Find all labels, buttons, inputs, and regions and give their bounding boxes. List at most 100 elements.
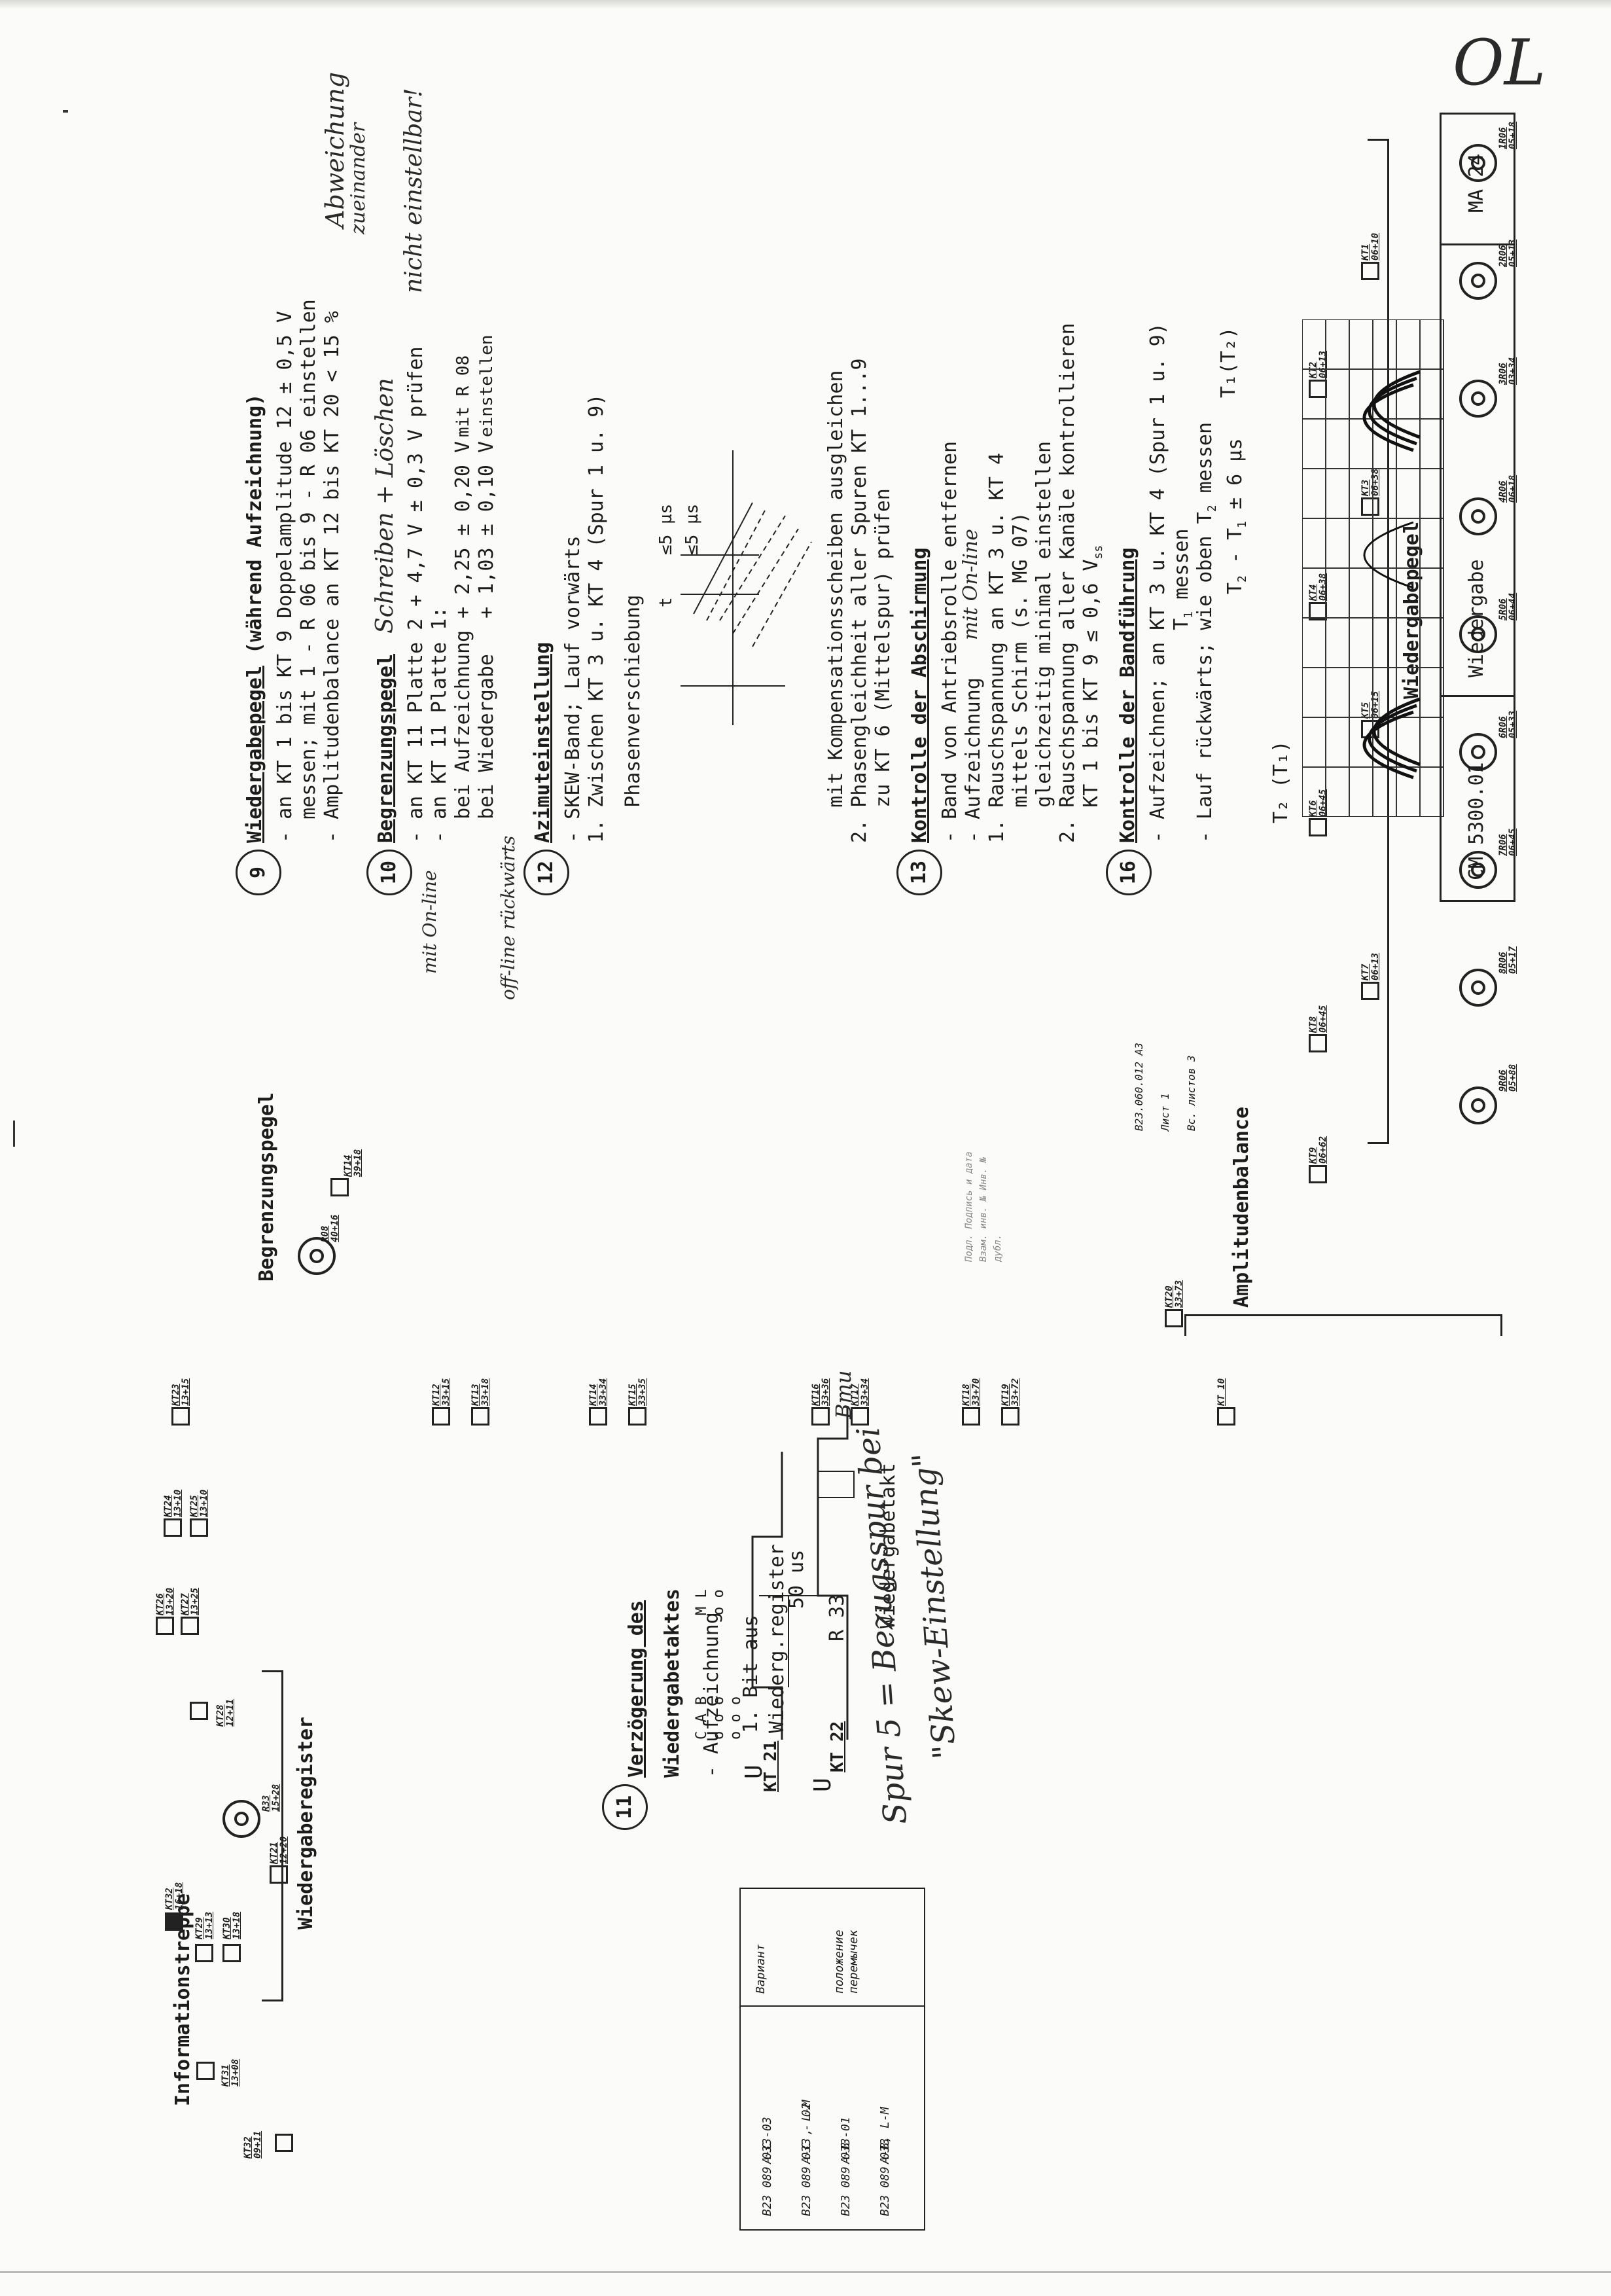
section-13-line: 2. Rauschspannung aller Kanäle kontrolli… bbox=[1056, 323, 1079, 843]
section-12-line: mit Kompensationsscheiben ausgleichen bbox=[824, 370, 847, 843]
testpoint-label: KT7 06+13 bbox=[1360, 952, 1381, 980]
testpoint-kt32 bbox=[165, 1912, 183, 1931]
testpoint-label: KT32 09+11 bbox=[243, 2130, 263, 2159]
table-cell: B23 089 033-03 bbox=[760, 2117, 774, 2216]
label-wiedergaberegister: Wiedergaberegister bbox=[294, 1716, 317, 1929]
testpoint-label: KT14 39+18 bbox=[343, 1149, 363, 1177]
section-9-line: - Amplitudenbalance an KT 12 bis KT 20 <… bbox=[321, 311, 344, 843]
testpoint-label: KT25 13+10 bbox=[189, 1489, 209, 1517]
section-16-title: Kontrolle der Bandführung bbox=[1116, 547, 1139, 843]
testpoint-wkt9 bbox=[1309, 1165, 1327, 1183]
testpoint-kt27 bbox=[181, 1617, 199, 1635]
section-10-number: 10 bbox=[366, 850, 412, 895]
testpoint-label: KT18 33+70 bbox=[961, 1378, 982, 1406]
testpoint-label: KT30 13+18 bbox=[222, 1911, 242, 1939]
brace-amplitudenbalance bbox=[1184, 1314, 1502, 1336]
testpoint-kt21 bbox=[270, 1865, 288, 1884]
section-12-line: zu KT 6 (Mittelspur) prüfen bbox=[872, 488, 894, 843]
section-13-title: Kontrolle der Abschirmung bbox=[908, 547, 931, 843]
potentiometer-r33[interactable] bbox=[222, 1800, 260, 1838]
testpoint-label: KT13 33+18 bbox=[470, 1378, 491, 1406]
oscillogram-label: T₁(T₂) bbox=[1217, 327, 1240, 398]
testpoint-kt26 bbox=[156, 1617, 174, 1635]
scan-speck bbox=[13, 1121, 15, 1147]
section-16-line: - Lauf rückwärts; wie oben T2 messen bbox=[1194, 422, 1224, 843]
eq-part: T bbox=[1224, 582, 1247, 594]
section-10-line: - an KT 11 Platte 2 + 4,7 V ± 0,3 V prüf… bbox=[404, 346, 427, 843]
table-cell: A-B, L-M bbox=[878, 2107, 892, 2164]
section-10-line: bei Aufzeichnung + 2,25 ± 0,20 V bbox=[451, 440, 474, 843]
testpoint-label: KT24 13+10 bbox=[163, 1489, 183, 1517]
testpoint-kt24 bbox=[164, 1518, 182, 1537]
section-9-number: 9 bbox=[236, 850, 281, 895]
section-16-t1: T bbox=[1170, 618, 1193, 843]
testpoint-wkt7 bbox=[1361, 982, 1379, 1000]
testpoint-kt25 bbox=[190, 1518, 208, 1537]
testpoint-label: KT32 16+18 bbox=[164, 1882, 185, 1910]
handwritten-note: Abweichung bbox=[321, 72, 349, 228]
eq-sub: 1 bbox=[1235, 521, 1249, 528]
eq-part: ± 6 µs bbox=[1224, 438, 1247, 521]
testpoint-label: KT21 12+20 bbox=[269, 1836, 289, 1864]
section-13-line: mittels Schirm (s. MG 07) bbox=[1009, 512, 1032, 843]
section-9-line: - an KT 1 bis KT 9 Doppelamplitude 12 ± … bbox=[274, 311, 296, 843]
testpoint-wkt6 bbox=[1309, 818, 1327, 836]
scan-bottom-line bbox=[0, 2271, 1611, 2273]
variant-table: Вариант положение перемычек B23 089 033-… bbox=[739, 1888, 925, 2231]
testpoint-kt32b bbox=[275, 2134, 293, 2152]
testpoint-label: R08 40+16 bbox=[320, 1214, 340, 1242]
stamp-ref: B23.060.012 A3 bbox=[1133, 1043, 1145, 1131]
section-13-line: 1. Rauschspannung an KT 3 u. KT 4 bbox=[985, 452, 1008, 843]
section-11-number: 11 bbox=[602, 1784, 648, 1830]
approval-stamp: Подл. Подпись и дата Взам. инв. № Инв. №… bbox=[962, 1000, 1302, 1262]
document-title: Wiedergabe bbox=[1465, 559, 1488, 677]
sheet-number: MA 24 bbox=[1465, 153, 1488, 213]
section-16-t1-rest: messen bbox=[1170, 528, 1193, 611]
section-10-line: einstellen bbox=[477, 334, 497, 437]
testpoint-label: KT26 13+20 bbox=[155, 1587, 175, 1615]
section-12-number: 12 bbox=[523, 850, 569, 895]
stamp-listov: Вс. листов 3 bbox=[1185, 1055, 1197, 1131]
potentiometer-label: 8R06 05+17 bbox=[1498, 946, 1518, 974]
potentiometer-p9[interactable] bbox=[1459, 1086, 1497, 1124]
section-11-title: Verzögerung des bbox=[625, 1600, 648, 1778]
section-12-line: 2. Phasengleichheit aller Spuren KT 1...… bbox=[848, 358, 871, 843]
handwritten-note: mit On-line bbox=[419, 870, 440, 974]
testpoint-kt14a bbox=[330, 1178, 349, 1196]
title-block-divider bbox=[1442, 243, 1514, 245]
testpoint-label: KT19 33+72 bbox=[1000, 1378, 1021, 1406]
testpoint-label: KT20 33+73 bbox=[1164, 1280, 1184, 1308]
document-number: CM 5300.01 bbox=[1465, 762, 1488, 880]
table-cell: A-C , L-M bbox=[800, 2100, 813, 2164]
scan-edge-shadow bbox=[0, 0, 1611, 9]
eq-sub: 2 bbox=[1235, 575, 1249, 583]
testpoint-kt30 bbox=[222, 1944, 241, 1962]
section-11-text: U bbox=[809, 1778, 836, 1792]
section-13-limit-sub: ss bbox=[1091, 545, 1105, 560]
section-13-line: - Aufzeichnung bbox=[962, 677, 985, 843]
section-16-line: - Aufzeichnen; an KT 3 u. KT 4 (Spur 1 u… bbox=[1146, 323, 1169, 843]
testpoint-label: KT9 06+62 bbox=[1308, 1136, 1328, 1164]
testpoint-wkt1 bbox=[1361, 262, 1379, 280]
title-block-divider bbox=[1442, 695, 1514, 697]
section-13-line: - Band von Antriebsrolle entfernen bbox=[938, 440, 961, 843]
testpoint-wkt8 bbox=[1309, 1034, 1327, 1052]
table-cell: B23 089 033-01 bbox=[839, 2117, 853, 2216]
section-12-title: Azimuteinstellung bbox=[531, 641, 554, 843]
title-block: CM 5300.01 Wiedergabe MA 24 bbox=[1440, 113, 1515, 902]
potentiometer-r08[interactable] bbox=[298, 1237, 336, 1275]
testpoint-kt19 bbox=[1001, 1407, 1019, 1426]
potentiometer-p8[interactable] bbox=[1459, 969, 1497, 1007]
testpoint-label: KT 10 bbox=[1216, 1378, 1227, 1406]
scan-speck bbox=[63, 110, 68, 113]
testpoint-kt23 bbox=[171, 1407, 190, 1426]
testpoint-label: KT27 13+25 bbox=[180, 1587, 200, 1615]
testpoint-kt31 bbox=[196, 2062, 215, 2080]
testpoint-kt29 bbox=[195, 1944, 213, 1962]
handwritten-note: nicht einstellbar! bbox=[400, 88, 427, 293]
section-13-line: KT 1 bis KT 9 ≤ 0,6 Vss bbox=[1080, 545, 1110, 843]
section-16-equation: T2 - T1 ± 6 µs bbox=[1224, 439, 1254, 594]
table-cell: A-B bbox=[839, 2142, 853, 2164]
